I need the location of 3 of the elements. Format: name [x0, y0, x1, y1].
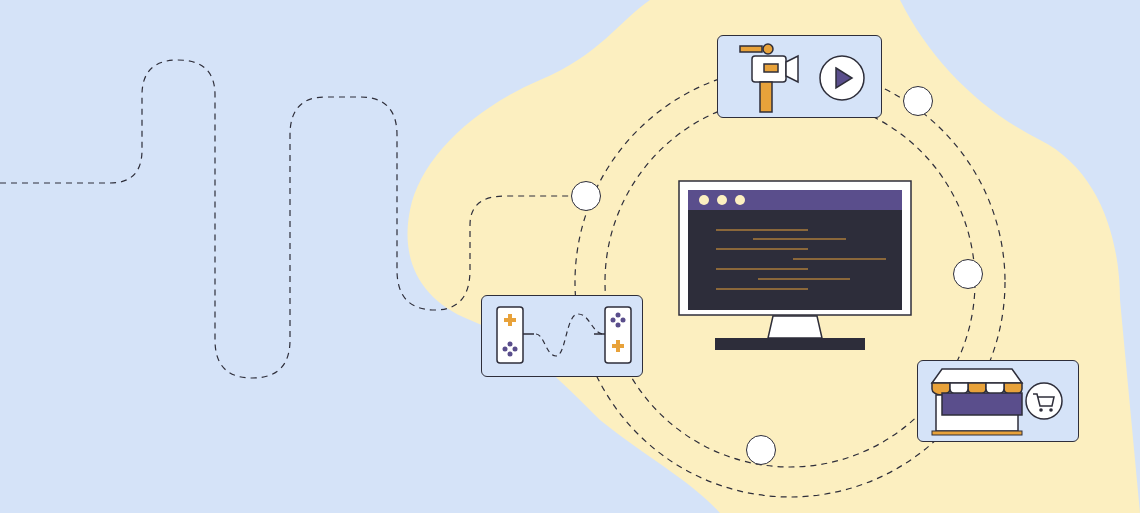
illustration-card: [717, 35, 882, 118]
illustration-card: [917, 360, 1079, 442]
illustration-card: [481, 295, 643, 377]
